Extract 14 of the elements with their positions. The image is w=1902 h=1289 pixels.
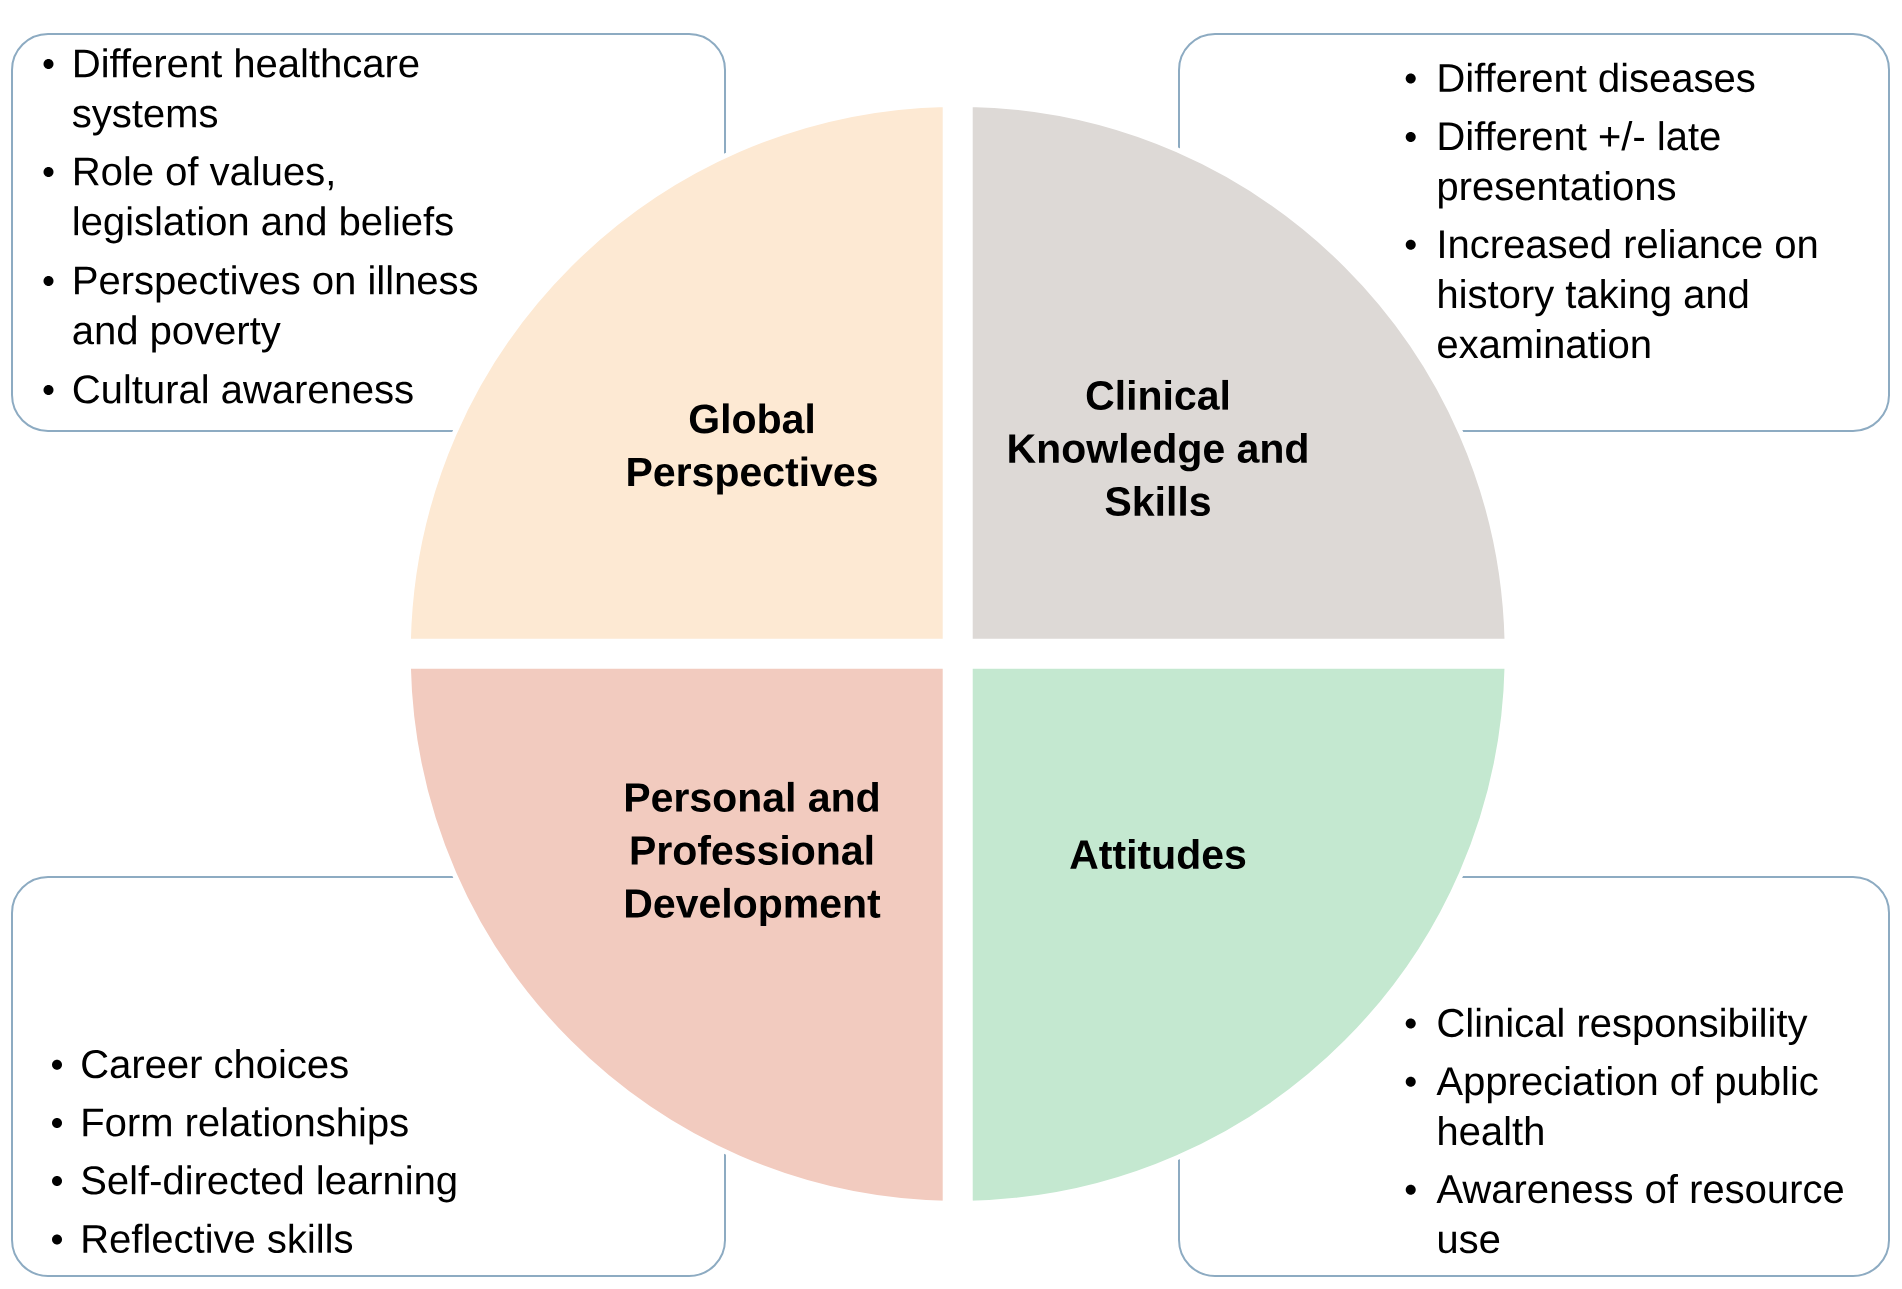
bullet-text: Cultural awareness (73, 374, 413, 404)
bullet-text: Form relationships (83, 1107, 408, 1145)
bullet-text: Clinical responsibility (1438, 1007, 1808, 1046)
bullet-text: Appreciation of public health (1436, 1066, 1818, 1146)
bullet-text: Increased reliance on history taking and examination (1438, 229, 1817, 359)
bullet-text: Different diseases (1439, 62, 1755, 93)
bullet-text: Different healthcare systems (72, 48, 419, 136)
bullet-text: Self-directed learning (82, 1165, 456, 1203)
bullet-text: Reflective skills (83, 1223, 353, 1254)
bullet-text: Role of values, legislation and beliefs (74, 156, 453, 244)
bullet-text: Awareness of resource use (1436, 1173, 1843, 1254)
bullet-text: Perspectives on illness and poverty (73, 265, 478, 353)
bullet-text: Different +/- late presentations (1439, 121, 1720, 209)
bullet-text: Career choices (82, 1049, 348, 1079)
